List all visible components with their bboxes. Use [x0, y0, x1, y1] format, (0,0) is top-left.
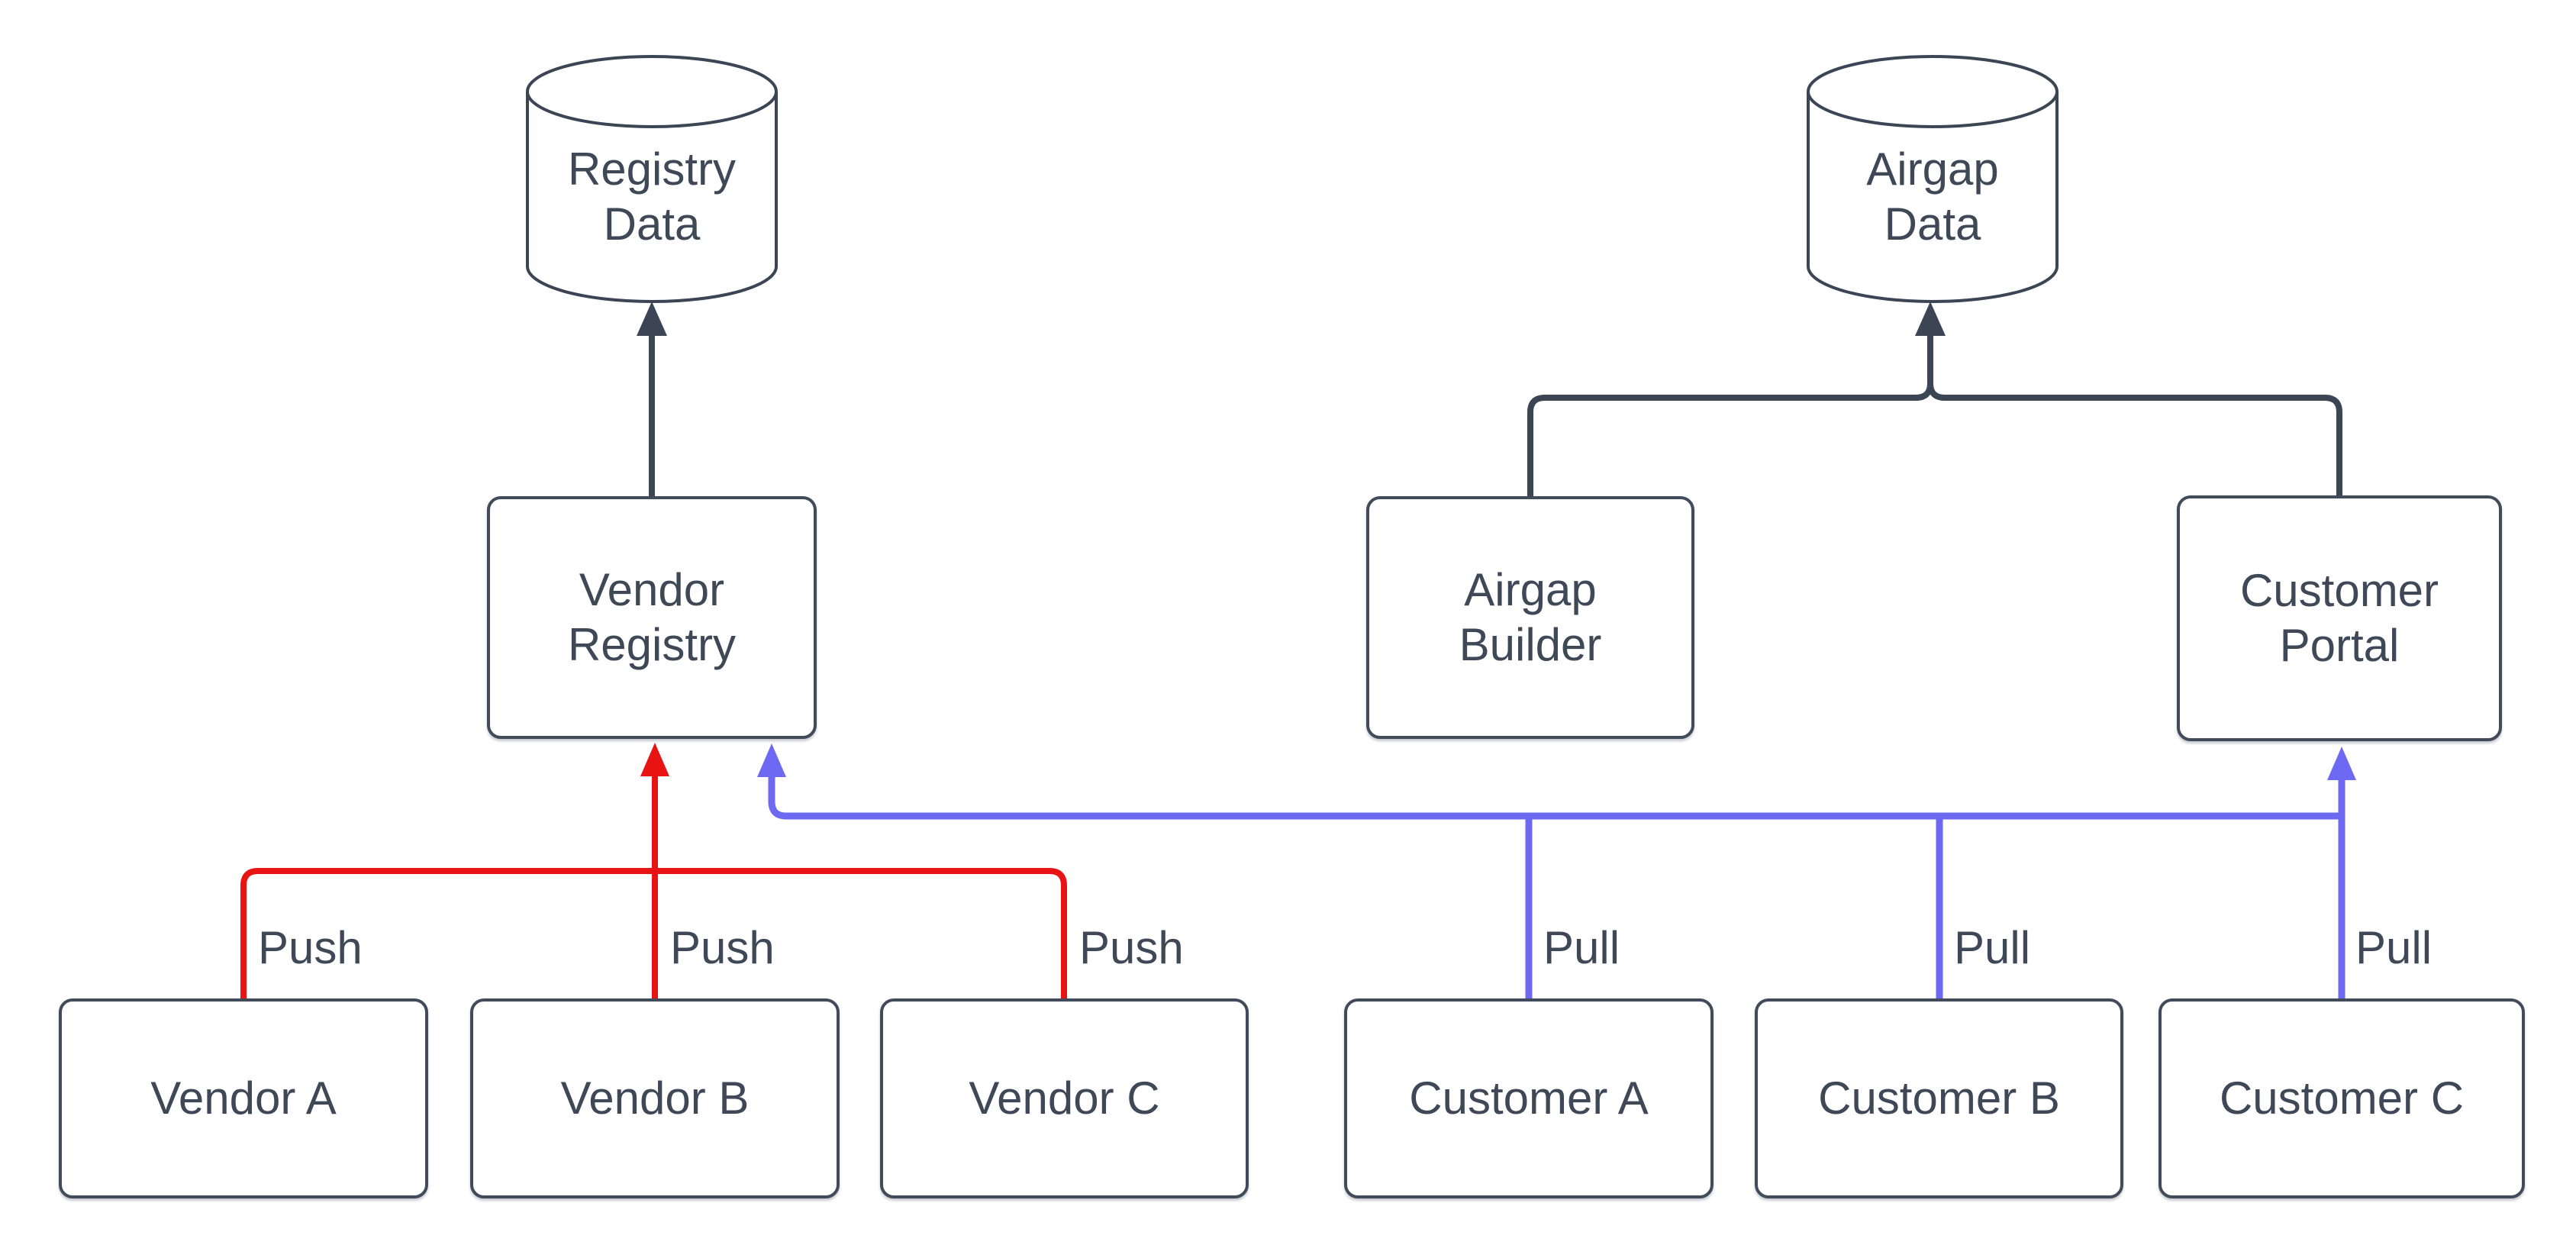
node-vendor-c: Vendor C: [880, 998, 1249, 1198]
edge-pull-customer-c-to-customer-portal: [2327, 747, 2356, 999]
node-label: Vendor A: [150, 1073, 337, 1124]
node-customer-a: Customer A: [1344, 998, 1714, 1198]
edge-label-push-vendor-b: Push: [670, 922, 775, 973]
node-label: Customer Portal: [2239, 565, 2439, 671]
node-vendor-a: Vendor A: [59, 998, 428, 1198]
node-customer-portal: Customer Portal: [2177, 495, 2502, 741]
node-label: Vendor B: [560, 1073, 750, 1124]
node-label: Vendor Registry: [567, 564, 737, 670]
datastore-label-text: Registry Data: [567, 143, 737, 250]
datastore-label-text: Airgap Data: [1866, 143, 1999, 250]
node-vendor-registry: Vendor Registry: [487, 496, 817, 739]
node-customer-b: Customer B: [1755, 998, 2123, 1198]
node-vendor-b: Vendor B: [470, 998, 840, 1198]
node-label: Vendor C: [969, 1073, 1160, 1124]
registry-data-cylinder: [526, 55, 778, 303]
edge-airgap-builder-to-airgap-data: [1527, 334, 1933, 496]
edge-label-push-vendor-c: Push: [1079, 922, 1184, 973]
edge-label-pull-customer-a: Pull: [1543, 922, 1620, 973]
datastore-airgap-data-label: Airgap Data: [1810, 122, 2055, 271]
edge-label-pull-customer-b: Pull: [1954, 922, 2031, 973]
edge-label-pull-customer-c: Pull: [2355, 922, 2433, 973]
edge-customer-portal-to-airgap-data: [1915, 302, 2342, 495]
node-label: Customer C: [2219, 1073, 2465, 1124]
node-airgap-builder: Airgap Builder: [1366, 496, 1694, 739]
datastore-registry-data-label: Registry Data: [530, 122, 774, 271]
node-label: Customer A: [1409, 1073, 1649, 1124]
edge-pull-trunk-to-vendor-registry: [757, 744, 2342, 820]
node-label: Customer B: [1818, 1073, 2060, 1124]
edge-vendor-registry-to-registry-data: [637, 302, 667, 496]
airgap-data-cylinder: [1807, 55, 2059, 303]
node-customer-c: Customer C: [2158, 998, 2525, 1198]
node-label: Airgap Builder: [1459, 564, 1602, 670]
edge-label-push-vendor-a: Push: [258, 922, 363, 973]
edge-push-to-vendor-registry: [640, 743, 669, 999]
